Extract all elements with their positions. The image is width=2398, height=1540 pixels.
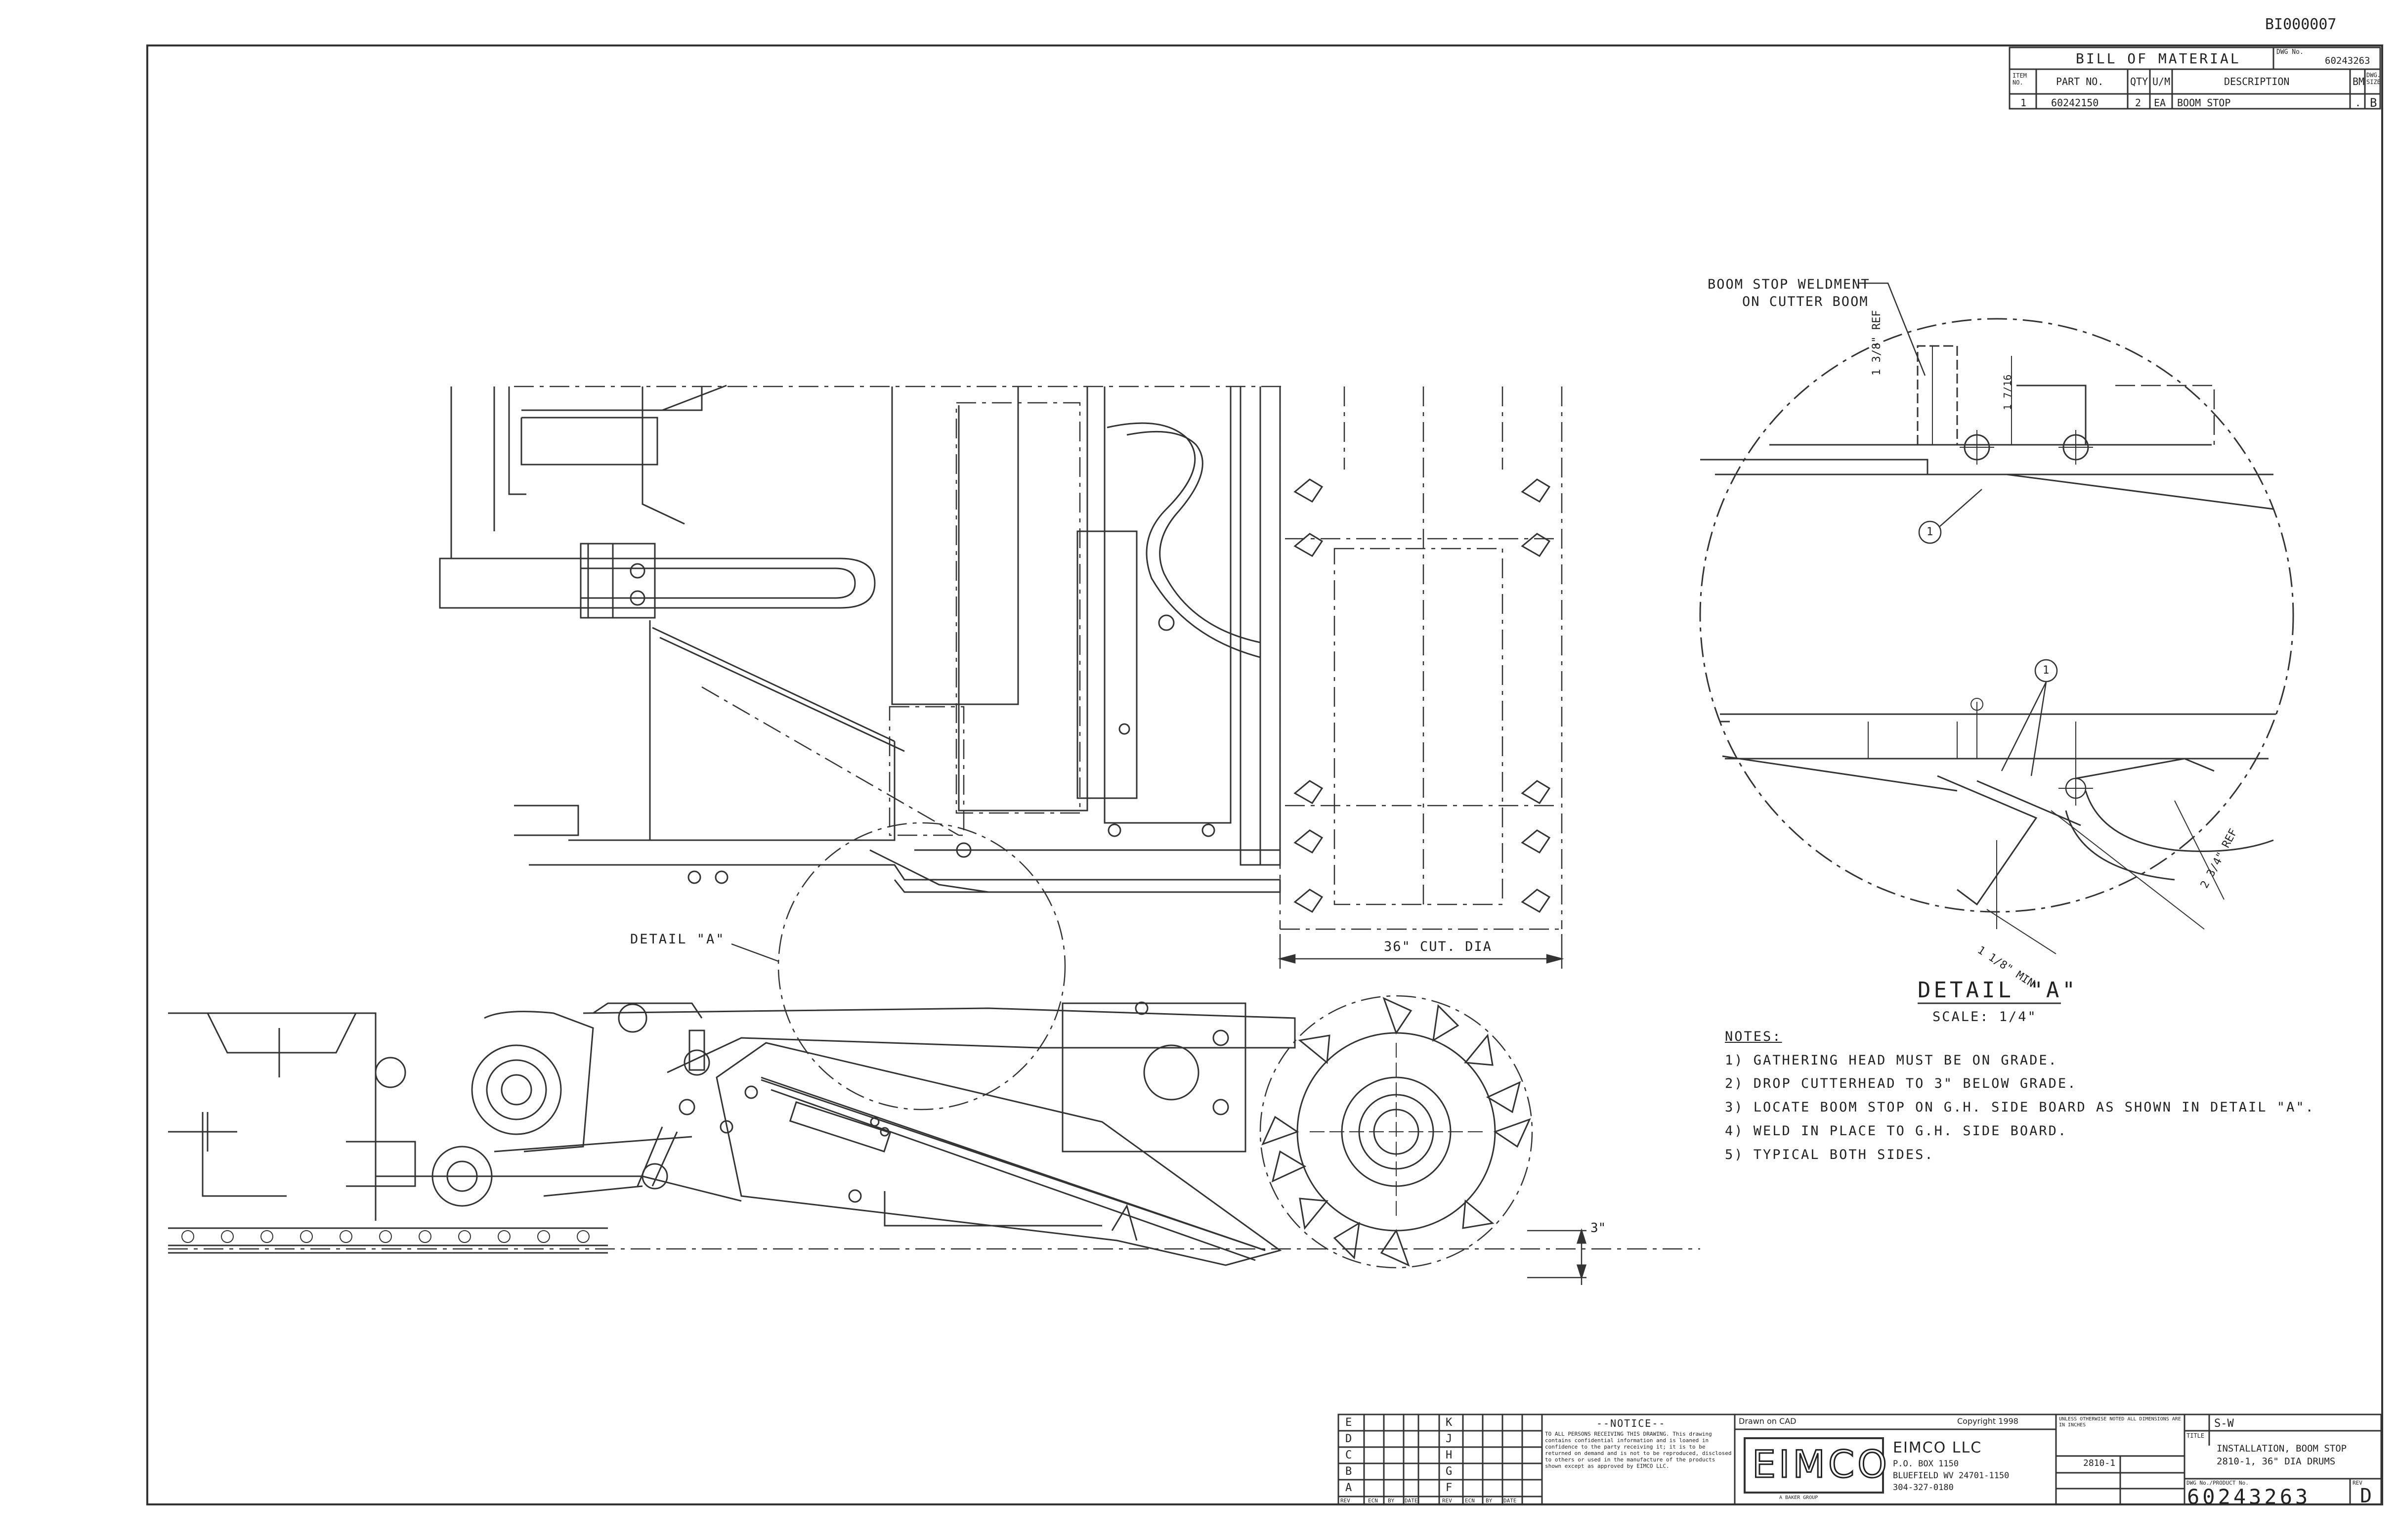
rev-label: REV (2353, 1480, 2362, 1486)
cad-number: 2810-1 (2083, 1458, 2116, 1468)
bom-header-size: DWG. SIZE (2366, 72, 2381, 86)
bom-dwg-label: DWG No. (2276, 48, 2304, 56)
rev-footer-ecn: ECN (1368, 1497, 1378, 1504)
bom-header-item: ITEM NO. (2013, 72, 2027, 86)
bom-header-bm: BM (2353, 76, 2365, 87)
detail-a-scale: SCALE: 1/4" (1932, 1009, 2037, 1025)
rev-letter-a: A (1345, 1482, 1352, 1494)
note-1: 1) GATHERING HEAD MUST BE ON GRADE. (1725, 1053, 2058, 1068)
balloon-1-upper: 1 (1927, 526, 1933, 538)
bom-cell-size: B (2370, 96, 2377, 110)
cutter-bits-plan (1293, 478, 1551, 913)
drawing-title-line2: 2810-1, 36" DIA DRUMS (2217, 1456, 2336, 1467)
notes-heading: NOTES: (1725, 1029, 1782, 1044)
bom-header-um: U/M (2152, 76, 2171, 87)
copyright: Copyright 1998 (1957, 1416, 2018, 1426)
boom-stop-label-line2: ON CUTTER BOOM (1742, 294, 1869, 309)
rev-footer-ecn-2: ECN (1465, 1497, 1475, 1504)
rev-footer-rev: REV (1340, 1497, 1350, 1504)
bom-cell-qty: 2 (2135, 97, 2141, 109)
drop-dimension-label: 3" (1590, 1221, 1606, 1236)
drawing-title-line1: INSTALLATION, BOOM STOP (2217, 1443, 2347, 1454)
rev-footer-rev-2: REV (1442, 1497, 1452, 1504)
rev-letter-e: E (1345, 1416, 1352, 1429)
document-id: BI000007 (2265, 16, 2337, 33)
rev-letter-d: D (1345, 1433, 1352, 1445)
note-5: 5) TYPICAL BOTH SIDES. (1725, 1147, 1934, 1162)
rev-footer-by: BY (1388, 1497, 1395, 1504)
rev-letter-k: K (1446, 1416, 1453, 1429)
note-2: 2) DROP CUTTERHEAD TO 3" BELOW GRADE. (1725, 1076, 2077, 1091)
balloon-1-lower: 1 (2043, 664, 2050, 677)
bom-dwg-no: 60243263 (2325, 55, 2370, 66)
rev-letter-b: B (1345, 1465, 1352, 1478)
notice-text: TO ALL PERSONS RECEIVING THIS DRAWING. T… (1545, 1431, 1732, 1469)
bom-cell-part: 60242150 (2051, 97, 2099, 109)
notice-title: --NOTICE-- (1596, 1417, 1666, 1429)
detail-a-title: DETAIL "A" (1918, 978, 2078, 1003)
company-name: EIMCO LLC (1893, 1439, 1982, 1456)
dwg-no-label: DWG No./PRODUCT No. (2186, 1480, 2249, 1486)
drawing-number: 60243263 (2187, 1485, 2311, 1509)
rev-footer-by-2: BY (1486, 1497, 1493, 1504)
side-elevation (168, 995, 1700, 1285)
title-label: TITLE (2186, 1432, 2205, 1439)
rev-letter-j: J (1446, 1433, 1453, 1445)
drum-plan (514, 385, 1563, 930)
bom-header-description: DESCRIPTION (2224, 76, 2290, 87)
eimco-logo-sub: A BAKER GROUP (1779, 1495, 1818, 1500)
company-address-2: BLUEFIELD WV 24701-1150 (1893, 1471, 2010, 1481)
title-block-grid (1337, 1413, 2382, 1505)
tolerance-text: UNLESS OTHERWISE NOTED ALL DIMENSIONS AR… (2059, 1416, 2181, 1428)
rev-footer-date: DATE (1405, 1497, 1418, 1504)
rev-footer-date-2: DATE (1503, 1497, 1517, 1504)
boom-stop-label-line1: BOOM STOP WELDMENT (1708, 277, 1870, 292)
rev-letter-g: G (1446, 1465, 1453, 1478)
company-phone: 304-327-0180 (1893, 1483, 1954, 1493)
revision-letter: D (2360, 1485, 2372, 1507)
note-4: 4) WELD IN PLACE TO G.H. SIDE BOARD. (1725, 1123, 2068, 1139)
bom-title: BILL OF MATERIAL (2076, 50, 2241, 67)
cut-dia-dimension (1278, 934, 1564, 969)
cut-dia-label: 36" CUT. DIA (1384, 939, 1493, 954)
rev-letter-f: F (1446, 1482, 1453, 1494)
project-code: S-W (2214, 1417, 2234, 1430)
rev-letter-c: C (1345, 1449, 1352, 1461)
bom-cell-bm: . (2355, 97, 2361, 109)
rev-letter-h: H (1446, 1449, 1453, 1461)
note-3: 3) LOCATE BOOM STOP ON G.H. SIDE BOARD A… (1725, 1100, 2315, 1115)
sheet-border (146, 44, 2383, 1505)
detail-a-view (1699, 282, 2294, 1004)
bom-cell-description: BOOM STOP (2177, 97, 2231, 109)
company-address-1: P.O. BOX 1150 (1893, 1459, 1959, 1469)
plan-view (439, 385, 1281, 893)
bom-cell-um: EA (2154, 97, 2166, 109)
detail-a-pointer-label: DETAIL "A" (630, 932, 726, 947)
dim-ref-1: 1 3/8" REF (1871, 310, 1883, 376)
drawn-on-cad: Drawn on CAD (1739, 1416, 1797, 1426)
eimco-logo: EIMCO (1752, 1442, 1890, 1487)
detail-a-callout-circle (777, 822, 1066, 1111)
bom-header-part: PART NO. (2056, 76, 2104, 87)
bom-grid (2009, 46, 2381, 110)
dim-small: 1 7/16 (2002, 374, 2013, 410)
bom-header-qty: QTY (2130, 76, 2148, 87)
bom-cell-item: 1 (2020, 97, 2027, 109)
